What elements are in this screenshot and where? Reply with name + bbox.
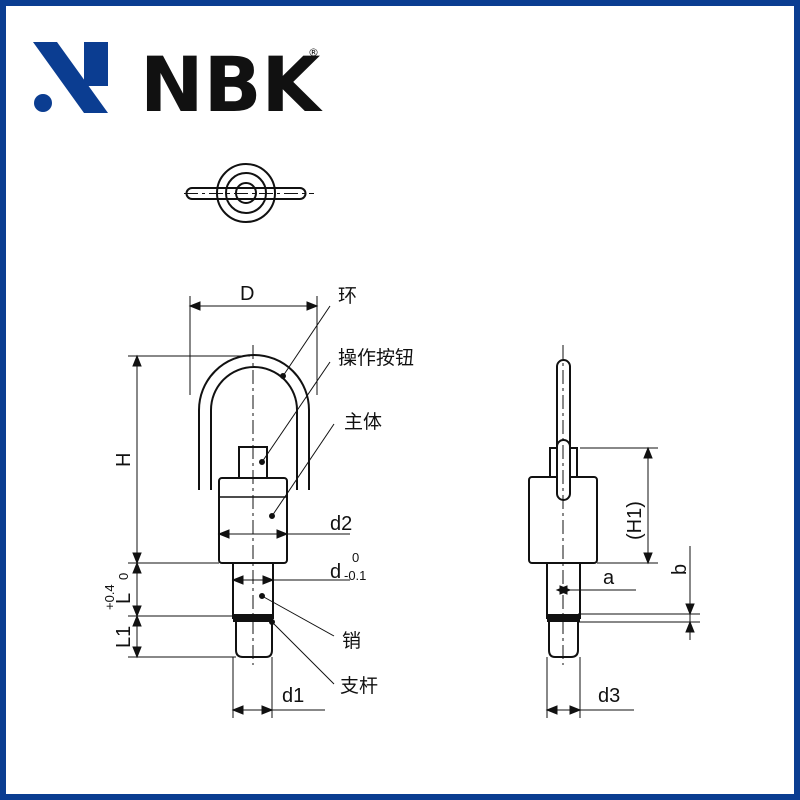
registered-mark: ® bbox=[308, 46, 319, 59]
dim-d-label: d bbox=[330, 561, 341, 583]
part-ring-label: 环 bbox=[338, 285, 357, 307]
dim-a-label: a bbox=[603, 567, 615, 589]
side-view bbox=[528, 345, 598, 665]
nbk-logo: NBK ® bbox=[33, 40, 324, 129]
top-view bbox=[184, 163, 314, 223]
dim-d2-label: d2 bbox=[330, 513, 352, 535]
part-body-label: 主体 bbox=[344, 411, 382, 433]
brand-name: NBK bbox=[140, 40, 324, 129]
part-pin-label: 销 bbox=[342, 630, 361, 652]
dim-d1-label: d1 bbox=[282, 685, 304, 707]
nbk-logo-mark-icon bbox=[33, 42, 108, 113]
dim-b-label: b bbox=[669, 564, 691, 575]
front-dimensions bbox=[128, 296, 350, 718]
dim-L-label: L bbox=[113, 593, 135, 604]
dim-L-tol-upper: +0.4 bbox=[102, 584, 117, 610]
front-view bbox=[198, 345, 310, 665]
side-dimensions bbox=[545, 446, 700, 718]
part-rod-label: 支杆 bbox=[340, 675, 378, 697]
dim-L1-label: L1 bbox=[113, 626, 135, 648]
dim-D-label: D bbox=[240, 283, 254, 305]
dim-d-tol-lower: -0.1 bbox=[344, 568, 366, 583]
dim-d-tol-upper: 0 bbox=[352, 550, 359, 565]
dim-d3-label: d3 bbox=[598, 685, 620, 707]
part-button-label: 操作按钮 bbox=[338, 347, 414, 369]
dim-L-tol-lower: 0 bbox=[116, 573, 131, 580]
dim-H-label: H bbox=[113, 453, 135, 467]
dim-H1-label: (H1) bbox=[624, 501, 646, 540]
